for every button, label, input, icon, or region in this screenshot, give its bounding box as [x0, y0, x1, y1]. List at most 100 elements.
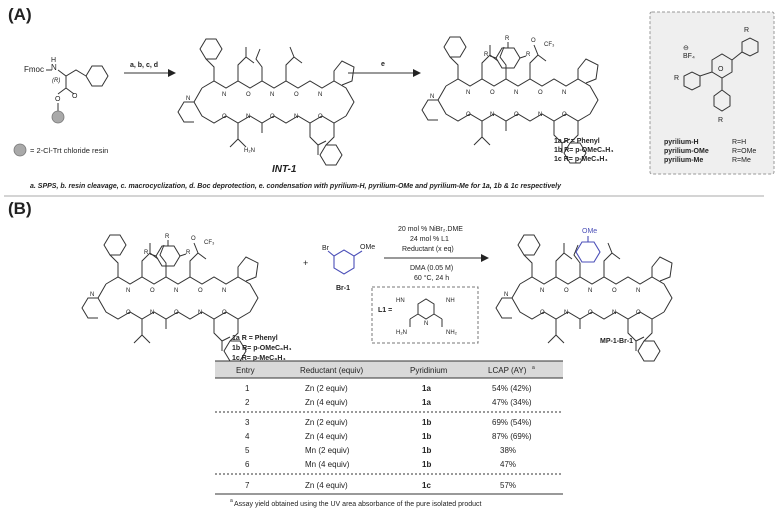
panel-b-label: (B)	[8, 199, 32, 218]
svg-text:47% (34%): 47% (34%)	[492, 398, 532, 407]
svg-text:Zn (2 equiv): Zn (2 equiv)	[305, 384, 348, 393]
svg-text:Mn (2 equiv): Mn (2 equiv)	[305, 446, 350, 455]
cond-line-1: 20 mol % NiBr₂.DME	[398, 226, 463, 233]
svg-text:1b: 1b	[422, 432, 431, 441]
product-ome: OMe	[582, 228, 597, 235]
resin-legend: = 2-Cl-Trt chloride resin	[30, 146, 108, 155]
nh-h-label: H	[51, 57, 56, 64]
svg-text:5: 5	[245, 446, 250, 455]
svg-text:4: 4	[245, 432, 250, 441]
header-reductant: Reductant (equiv)	[300, 366, 363, 375]
br-1-label: Br-1	[336, 285, 350, 292]
svg-text:H₂N: H₂N	[396, 330, 407, 336]
svg-text:1b: 1b	[422, 446, 431, 455]
arrow1-label: a, b, c, d	[130, 62, 158, 69]
svg-text:R: R	[718, 117, 723, 124]
cond-line-4: DMA (0.05 M)	[410, 265, 453, 272]
svg-text:54% (42%): 54% (42%)	[492, 384, 532, 393]
svg-text:R: R	[484, 52, 489, 58]
svg-text:87% (69%): 87% (69%)	[492, 432, 532, 441]
svg-text:R: R	[744, 27, 749, 34]
resin-bead	[51, 110, 65, 124]
int1-nh2: H₂N	[244, 148, 255, 154]
svg-text:CF₃: CF₃	[204, 240, 215, 246]
counterion-cf3: CF₃	[544, 42, 555, 48]
cond-line-5: 60 °C, 24 h	[414, 274, 449, 282]
pyrilium-o-plus: O	[718, 66, 724, 73]
l1-structure: L1 = N H₂N NH₂ HN NH	[378, 298, 458, 336]
pyridinium-macrocycle-a: R R R O CF₃	[421, 36, 599, 164]
svg-text:R: R	[165, 234, 170, 240]
svg-text:3: 3	[245, 418, 250, 427]
svg-text:Zn (4 equiv): Zn (4 equiv)	[305, 481, 348, 490]
svg-text:Zn (4 equiv): Zn (4 equiv)	[305, 432, 348, 441]
product-1c-label: 1c R= p-MeC₆H₄	[554, 156, 608, 163]
svg-text:NH₂: NH₂	[446, 330, 458, 336]
resin-legend-bead	[13, 143, 27, 157]
b-product-1b: 1b R= p-OMeC₆H₄	[232, 345, 292, 352]
arrow2-label: e	[381, 61, 385, 68]
svg-text:R: R	[505, 36, 510, 42]
mp-1-br-1-structure	[495, 234, 673, 362]
counterion-o: O	[531, 38, 536, 44]
int-1-structure: H₂N	[177, 38, 355, 166]
table-header-bg	[215, 361, 563, 378]
plus-sign: +	[303, 258, 308, 268]
table-row: 3 Zn (2 equiv) 1b 69% (54%)	[245, 418, 532, 427]
fmoc-phe-resin-structure: Fmoc H N (R) O O	[24, 57, 109, 124]
table-row: 2 Zn (4 equiv) 1a 47% (34%)	[245, 398, 532, 407]
results-table: Entry Reductant (equiv) Pyridinium LCAP …	[215, 360, 563, 495]
pyrilium-h-name: pyrilium-H	[664, 139, 699, 146]
pyrilium-ome-r: R=OMe	[732, 148, 756, 155]
svg-text:1b: 1b	[422, 418, 431, 427]
svg-text:O: O	[191, 236, 196, 242]
ester-o: O	[55, 96, 61, 103]
pyrilium-me-name: pyrilium-Me	[664, 157, 703, 164]
svg-text:R: R	[674, 75, 679, 82]
footnote: Assay yield obtained using the UV area a…	[234, 501, 482, 508]
svg-text:R: R	[144, 250, 149, 256]
product-1b-label: 1b R= p-OMeC₆H₄	[554, 147, 614, 154]
table-row: 7 Zn (4 equiv) 1c 57%	[245, 481, 516, 490]
l1-ligand-box	[371, 286, 479, 344]
panel-a-label: (A)	[8, 5, 32, 24]
svg-text:Zn (4 equiv): Zn (4 equiv)	[305, 398, 348, 407]
svg-text:47%: 47%	[500, 460, 516, 469]
svg-text:1a: 1a	[422, 398, 431, 407]
svg-text:Mn (4 equiv): Mn (4 equiv)	[305, 460, 350, 469]
svg-text:38%: 38%	[500, 446, 516, 455]
b-product-1a: 1a R = Phenyl	[232, 335, 278, 342]
table-row: 4 Zn (4 equiv) 1b 87% (69%)	[245, 432, 532, 441]
svg-text:N: N	[424, 321, 428, 327]
header-sup: a	[532, 365, 535, 371]
l1-label: L1 =	[378, 307, 392, 314]
svg-text:2: 2	[245, 398, 250, 407]
svg-text:1c: 1c	[422, 481, 431, 490]
cond-line-2: 24 mol % L1	[410, 236, 449, 243]
svg-text:69% (54%): 69% (54%)	[492, 418, 532, 427]
svg-text:HN: HN	[396, 298, 405, 304]
product-label: MP-1-Br-1	[600, 338, 633, 345]
table-row: 1 Zn (2 equiv) 1a 54% (42%)	[245, 384, 532, 393]
svg-text:Zn (2 equiv): Zn (2 equiv)	[305, 418, 348, 427]
table-row: 5 Mn (2 equiv) 1b 38%	[245, 446, 516, 455]
bf4-charge: ⊖	[683, 45, 689, 52]
pyrilium-h-r: R=H	[732, 139, 746, 146]
svg-text:57%: 57%	[500, 481, 516, 490]
int-1-label: INT-1	[272, 164, 297, 175]
svg-text:R: R	[526, 52, 531, 58]
pyridinium-macrocycle-b: R R R O CF₃	[81, 234, 259, 362]
svg-text:1a: 1a	[422, 384, 431, 393]
b-product-1c: 1c R= p-MeC₆H₄	[232, 355, 286, 362]
pyrilium-me-r: R=Me	[732, 157, 751, 164]
svg-text:NH: NH	[446, 298, 455, 304]
cond-line-3: Reductant (x eq)	[402, 246, 454, 253]
pyrilium-structure: R R R O ⊖ BF₄	[674, 27, 759, 124]
br-1-structure: Br OMe	[322, 244, 375, 275]
conditions-caption: a. SPPS, b. resin cleavage, c. macrocycl…	[30, 183, 562, 190]
header-entry: Entry	[236, 366, 255, 375]
table-row: 6 Mn (4 equiv) 1b 47%	[245, 460, 516, 469]
pyrilium-ome-name: pyrilium-OMe	[664, 148, 709, 155]
svg-text:7: 7	[245, 481, 250, 490]
